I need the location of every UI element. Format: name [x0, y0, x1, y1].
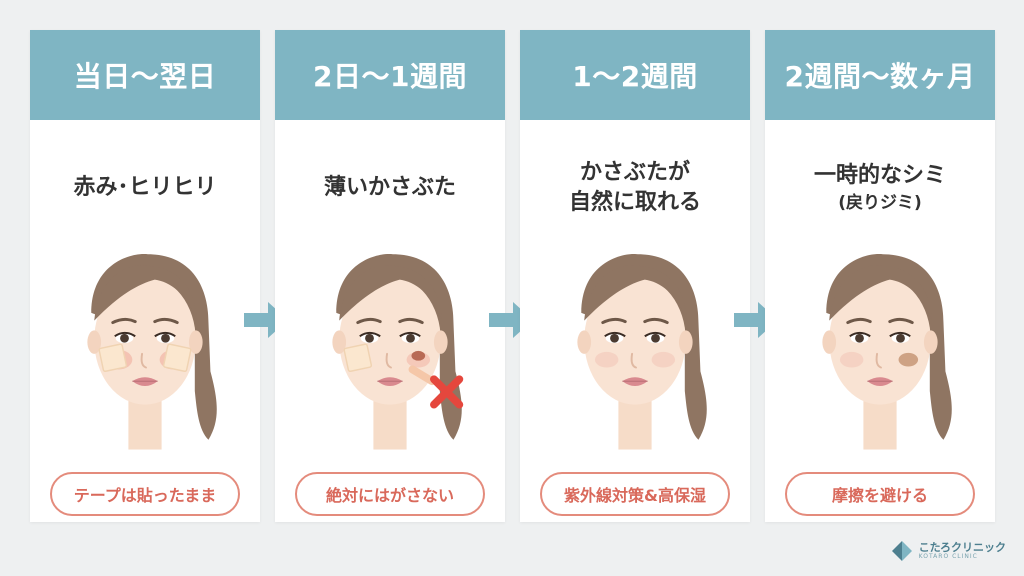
face-illustration-pigmentation [820, 252, 954, 451]
skin-tape [343, 343, 373, 373]
face-illustration-clear [575, 252, 709, 451]
stage-description-note: (戻りジミ) [838, 193, 922, 214]
stage-description: かさぶたが 自然に取れる [520, 138, 750, 238]
stage-description: 赤み･ヒリヒリ [30, 138, 260, 238]
stage-card-1: 当日〜翌日 赤み･ヒリヒリ テープは貼ったまま [30, 30, 260, 522]
pigmentation-spot [898, 352, 919, 367]
stage-card-4: 2週間〜数ヶ月 一時的なシミ (戻りジミ) 摩擦を避ける [765, 30, 995, 522]
stage-header: 2日〜1週間 [275, 30, 505, 120]
face-illustration-scab [330, 252, 464, 451]
stage-description-line: 薄いかさぶた [323, 175, 456, 201]
care-instruction: 紫外線対策&高保湿 [540, 472, 730, 516]
face-illustration-redness [85, 252, 219, 451]
stage-description-line: 赤み･ヒリヒリ [73, 175, 217, 201]
clinic-name-en: KOTARO CLINIC [918, 552, 978, 560]
care-instruction: 摩擦を避ける [785, 472, 975, 516]
care-instruction: テープは貼ったまま [50, 472, 240, 516]
scab-mark [411, 350, 426, 361]
stage-header: 1〜2週間 [520, 30, 750, 120]
stage-header: 2週間〜数ヶ月 [765, 30, 995, 120]
stage-description-line: かさぶたが [579, 160, 690, 186]
stage-header: 当日〜翌日 [30, 30, 260, 120]
clinic-name: こたろクリニック [918, 540, 1006, 554]
stage-card-2: 2日〜1週間 薄いかさぶた 絶対にはがさない [275, 30, 505, 522]
skin-tape [162, 343, 192, 373]
x-mark-icon [430, 375, 464, 409]
clinic-logo-icon [891, 541, 912, 561]
clinic-logo: こたろクリニック KOTARO CLINIC [891, 540, 1006, 562]
care-instruction: 絶対にはがさない [295, 472, 485, 516]
stage-description-line: 一時的なシミ [813, 162, 946, 188]
stage-card-3: 1〜2週間 かさぶたが 自然に取れる 紫外線対策&高保湿 [520, 30, 750, 522]
stage-description: 薄いかさぶた [275, 138, 505, 238]
stage-description-line: 自然に取れる [568, 190, 701, 215]
skin-tape [98, 343, 128, 373]
stage-description: 一時的なシミ (戻りジミ) [765, 138, 995, 238]
